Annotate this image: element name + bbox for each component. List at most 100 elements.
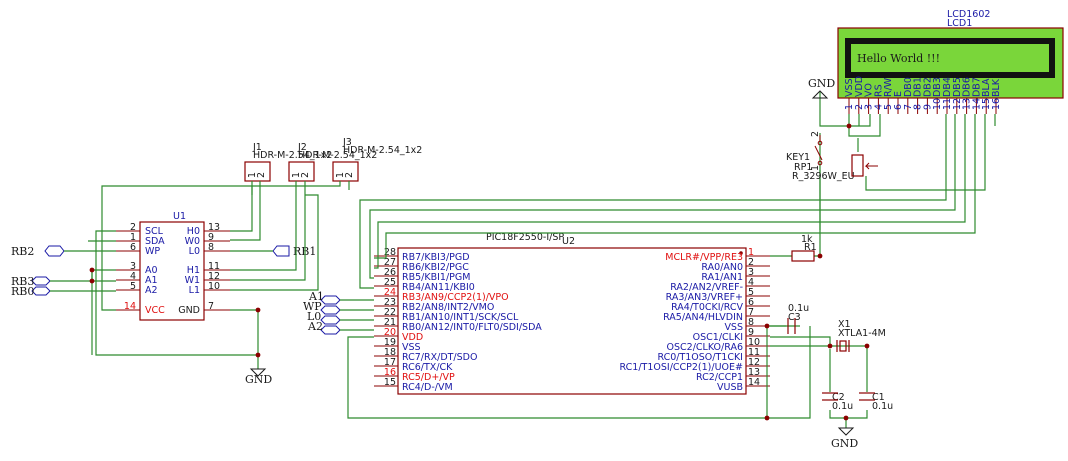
u1-pin-number: 9 bbox=[208, 232, 214, 243]
lcd-pin-number: 14 bbox=[971, 98, 982, 110]
gnd-symbol-lcd[interactable]: GND bbox=[808, 77, 835, 99]
u2-pin-name: RB5/KBI1/PGM bbox=[402, 272, 470, 283]
u1-pin-number: 13 bbox=[208, 222, 220, 233]
u1-pin-number: 3 bbox=[130, 261, 136, 272]
u2-pin-number: 1 bbox=[748, 247, 754, 258]
c1-ref: C1 bbox=[872, 392, 885, 403]
u1-pin-number: 5 bbox=[130, 281, 136, 292]
c2-value: 0.1u bbox=[832, 401, 853, 412]
gnd-symbol-u1[interactable]: GND bbox=[245, 368, 272, 386]
u2-pin-name: RB2/AN8/INT2/VMO bbox=[402, 302, 494, 313]
lcd-pin-name: DB3 bbox=[932, 77, 943, 97]
u2-pin-name: RC0/T1OSO/T1CKI bbox=[657, 352, 743, 363]
u2-pin-number: 10 bbox=[748, 337, 760, 348]
u1-pin-number: 4 bbox=[130, 271, 136, 282]
u1-pin-name: W0 bbox=[185, 236, 200, 247]
junction-dots bbox=[89, 123, 870, 421]
lcd-pin-number: 6 bbox=[893, 104, 904, 110]
lcd-pin-name: R/W bbox=[883, 77, 894, 97]
potentiometer-rp1[interactable]: RP1 R_3296W_EU bbox=[792, 154, 878, 182]
net-label-rb3: RB3 bbox=[11, 275, 34, 288]
lcd-pin-name: DB1 bbox=[913, 77, 924, 97]
r1-ref: R1 bbox=[804, 242, 817, 253]
net-label-a1: A1 bbox=[308, 290, 324, 303]
net-port-rb1[interactable]: RB1 bbox=[272, 245, 316, 258]
u2-pin-name: RB3/AN9/CCP2(1)/VPO bbox=[402, 292, 509, 303]
header-j2-ref: J2 bbox=[297, 142, 307, 153]
u1-pin-number: 1 bbox=[130, 232, 136, 243]
u2-pin-name: RA1/AN1 bbox=[701, 272, 743, 283]
header-j2-value: HDR-M-2.54_1x2 bbox=[298, 150, 377, 161]
lcd-pin-name: DB2 bbox=[922, 77, 933, 97]
header-j3-value: HDR-M-2.54_1x2 bbox=[343, 145, 422, 156]
net-port-rb3[interactable]: RB3 bbox=[11, 275, 51, 288]
lcd-pin-name: BLA bbox=[981, 78, 992, 97]
u2-pin-number: 25 bbox=[384, 277, 396, 288]
net-port-a2[interactable]: A2 bbox=[307, 320, 341, 335]
u2-pin-number: 11 bbox=[748, 347, 760, 358]
u2-pin-name: VSS bbox=[402, 342, 421, 353]
net-port-a1[interactable]: A1 bbox=[308, 290, 341, 305]
u2-pin-number: 27 bbox=[384, 257, 396, 268]
r1-value: 1k bbox=[801, 234, 813, 245]
x1-value: XTLA1-4M bbox=[838, 328, 886, 339]
lcd-pin-name: RS bbox=[873, 84, 884, 97]
lcd-pin-name: DB4 bbox=[942, 77, 953, 97]
net-port-rb0[interactable]: RB0 bbox=[11, 285, 51, 298]
lcd-ref: LCD1 bbox=[947, 18, 972, 29]
header-j2-body bbox=[288, 161, 315, 182]
c3-value: 0.1u bbox=[788, 303, 809, 314]
lcd-screen bbox=[851, 44, 1049, 72]
net-port-l0[interactable]: L0 bbox=[307, 310, 341, 325]
lcd-module[interactable]: LCD1602 LCD1 Hello World !!! VSS1VDD2VO3… bbox=[837, 9, 1064, 114]
lcd-pin-number: 15 bbox=[981, 98, 992, 110]
capacitor-c1[interactable]: C1 0.1u bbox=[859, 392, 893, 412]
u1-ref: U1 bbox=[173, 211, 186, 222]
lcd-value: LCD1602 bbox=[947, 9, 990, 20]
u2-pin-name: RA3/AN3/VREF+ bbox=[666, 292, 743, 303]
gnd-label-u1: GND bbox=[245, 373, 272, 386]
lcd-pin-name: DB0 bbox=[903, 77, 914, 97]
header-j3-pin2: 2 bbox=[344, 172, 355, 178]
junction-dot bbox=[764, 415, 770, 421]
capacitor-c2[interactable]: C2 0.1u bbox=[822, 392, 853, 412]
lcd-pin-name: E bbox=[893, 91, 904, 97]
gnd-symbol-crystal[interactable]: GND bbox=[831, 427, 858, 450]
u1-pin-number: 11 bbox=[208, 261, 220, 272]
u2-pin-number: 4 bbox=[748, 277, 754, 288]
lcd-pin-number: 4 bbox=[873, 104, 884, 110]
resistor-r1[interactable]: 1k R1 bbox=[791, 234, 817, 262]
lcd-pin-name: DB7 bbox=[971, 77, 982, 97]
u2-pin-name: RA4/T0CKI/RCV bbox=[671, 302, 743, 313]
junction-dot bbox=[846, 123, 852, 129]
u2-pin-name: RB6/KBI2/PGC bbox=[402, 262, 469, 273]
net-label-rb2: RB2 bbox=[11, 245, 34, 258]
junction-dot bbox=[255, 307, 261, 313]
u1-pin-number: 8 bbox=[208, 242, 214, 253]
lcd-pin-number: 9 bbox=[922, 104, 933, 110]
u2-pin-number: 22 bbox=[384, 307, 396, 318]
u2-value: PIC18F2550-I/SP bbox=[486, 232, 564, 243]
u2-pin-number: 24 bbox=[384, 287, 396, 298]
u2-pin-number: 13 bbox=[748, 367, 760, 378]
capacitor-c3[interactable]: 0.1u C3 bbox=[787, 303, 809, 334]
header-j2[interactable]: J2 HDR-M-2.54_1x2 1 2 bbox=[288, 142, 377, 182]
key1-ref: KEY1 bbox=[786, 152, 810, 163]
u1-pin-name: A0 bbox=[145, 265, 158, 276]
header-j1[interactable]: J1 HDR-M-2.54_1x2 1 2 bbox=[244, 142, 332, 182]
key1-pin1: 1 bbox=[810, 165, 821, 171]
gnd-label-lcd: GND bbox=[808, 77, 835, 90]
crystal-x1[interactable]: X1 XTLA1-4M bbox=[836, 319, 886, 352]
switch-key1[interactable]: KEY1 2 1 bbox=[786, 131, 823, 171]
net-label-a2: A2 bbox=[307, 320, 323, 333]
u2-pin-name: RC6/TX/CK bbox=[402, 362, 453, 373]
lcd-pin-number: 7 bbox=[903, 104, 914, 110]
junction-dot bbox=[89, 267, 95, 273]
header-j1-ref: J1 bbox=[252, 142, 262, 153]
u2-pin-name: RB1/AN10/INT1/SCK/SCL bbox=[402, 312, 519, 323]
header-j3[interactable]: J3 HDR-M-2.54_1x2 1 2 bbox=[332, 137, 422, 182]
net-port-wp[interactable]: WP bbox=[303, 300, 341, 315]
net-port-rb2[interactable]: RB2 bbox=[11, 245, 65, 258]
